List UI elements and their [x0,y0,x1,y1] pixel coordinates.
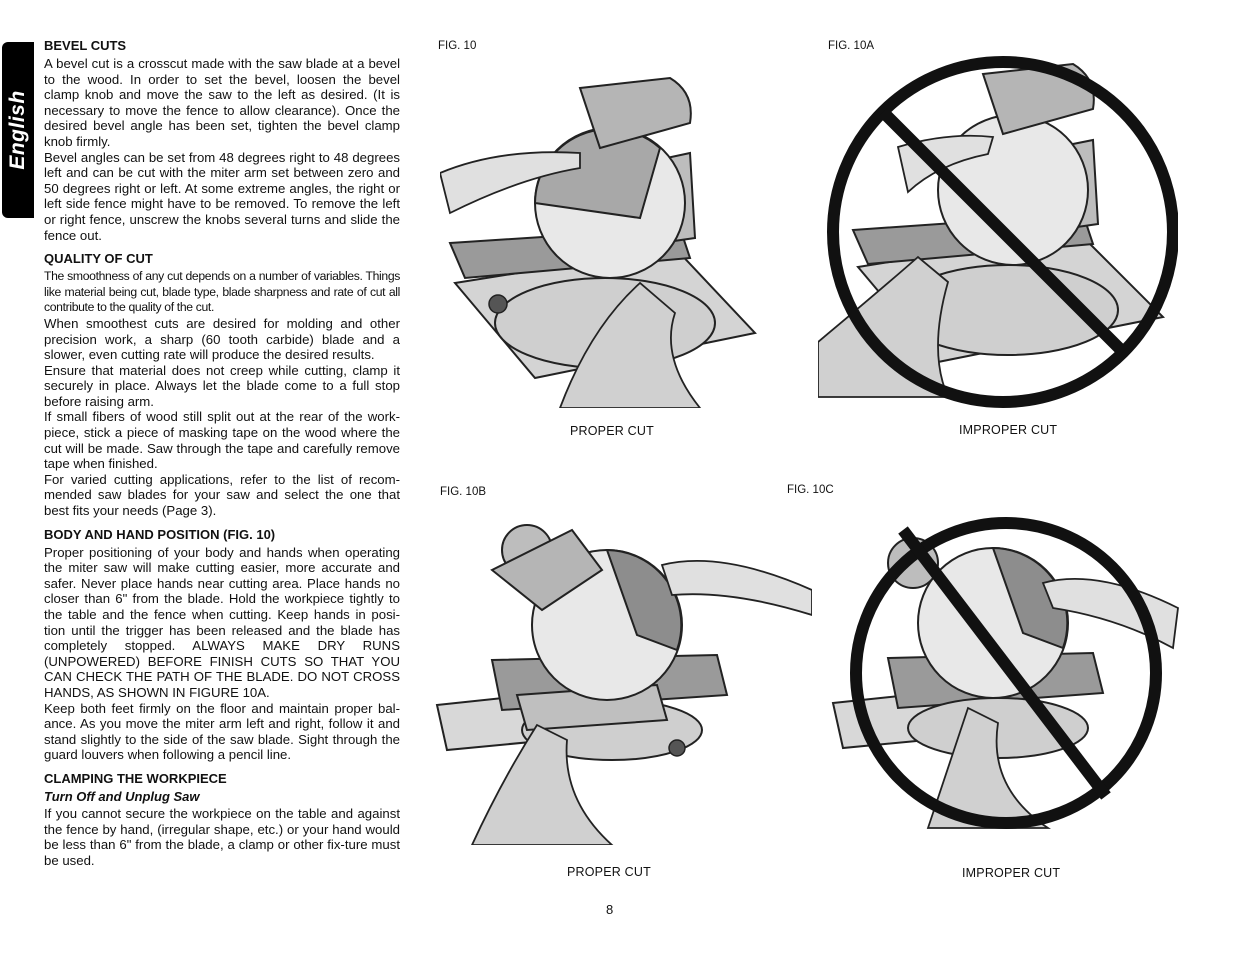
paragraph: When smoothest cuts are desired for mold… [44,315,400,363]
paragraph: Keep both feet firmly on the floor and m… [44,700,400,763]
section-heading: BODY AND HAND POSITION (FIG. 10) [44,526,276,542]
figure-label: FIG. 10B [440,486,487,498]
section-heading: BEVEL CUTS [44,38,127,53]
paragraph: The smoothness of any cut depends on a n… [44,269,400,315]
miter-saw-illustration [440,76,757,408]
miter-saw-illustration-prohibited [818,56,1178,408]
figure-label: FIG. 10C [787,484,834,496]
section-heading: QUALITY OF CUT [44,251,153,267]
paragraph: Bevel angles can be set from 48 degrees … [44,149,400,243]
figure-label: FIG. 10A [828,40,875,52]
miter-saw-illustration-prohibited [831,517,1179,829]
paragraph: If small fibers of wood still split out … [44,409,400,472]
text-column: BEVEL CUTS A bevel cut is a crosscut mad… [44,38,400,868]
figure-caption: IMPROPER CUT [962,866,1061,880]
paragraph: Ensure that material does not creep whil… [44,362,400,409]
paragraph: A bevel cut is a crosscut made with the … [44,56,400,149]
language-tab-label: English [6,90,29,170]
paragraph: Proper positioning of your body and hand… [44,544,400,700]
figure-caption: IMPROPER CUT [959,423,1058,437]
miter-saw-illustration [435,524,812,845]
page-number: 8 [606,902,614,917]
figure-caption: PROPER CUT [567,865,651,879]
paragraph: For varied cutting applications, refer t… [44,471,400,519]
figure-caption: PROPER CUT [570,424,654,438]
section-subheading: Turn Off and Unplug Saw [44,788,200,804]
section-heading: CLAMPING THE WORKPIECE [44,770,227,786]
figure-label: FIG. 10 [438,40,477,52]
paragraph: If you cannot secure the workpiece on th… [44,805,400,868]
language-tab: English [2,42,34,218]
